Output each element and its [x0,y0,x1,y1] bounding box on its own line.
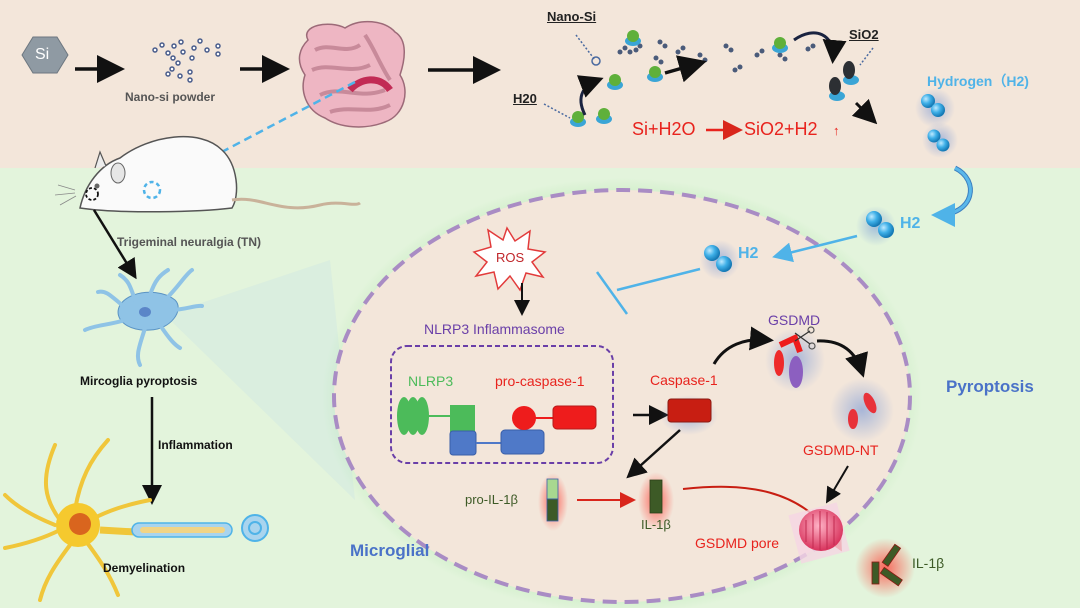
ros-label: ROS [496,250,525,265]
microglia-cell-illustration [83,260,355,500]
gsdmd-nt-label: GSDMD-NT [803,442,879,458]
nano-si-powder-label: Nano-si powder [125,90,216,104]
h2-inside-molecule-icon [700,240,740,280]
gsdmd-label: GSDMD [768,312,821,328]
microglial-cell-membrane [322,178,922,608]
arrow-h2-into-cell [772,234,858,263]
nano-si-reaction-illustration [543,30,878,127]
inflammasome-box [390,345,614,464]
inflammation-label: Inflammation [158,438,233,452]
caspase-1-label: Caspase-1 [650,372,718,388]
mouse-illustration [54,136,361,213]
nlrp3-complex-icon [397,397,597,456]
gsdmd-pore-label: GSDMD pore [695,535,780,551]
equation-left: Si+H2O [632,119,696,139]
h2-outside-molecule-icon [856,206,896,246]
equation-gas-arrow: ↑ [833,123,840,138]
il1b-icon [638,472,674,530]
inhibition-line-h2-ros [616,267,701,292]
pyroptosis-label: Pyroptosis [946,377,1034,396]
microglial-label: Microglial [350,541,430,560]
nlrp3-label: NLRP3 [408,373,454,389]
demyelination-label: Demyelination [103,561,186,575]
tn-label: Trigeminal neuralgia (TN) [117,235,262,249]
microglia-pyroptosis-label: Mircoglia pyroptosis [80,374,198,388]
nano-si-label: Nano-Si [547,9,597,24]
sio2-label: SiO2 [849,27,879,42]
arrow-tn-to-microglia [92,209,137,280]
hydrogen-label: Hydrogen（H2) [927,73,1029,89]
arrow-caspase-to-gsdmd [712,326,774,365]
ros-starburst-icon [472,226,547,292]
h2-outside-label: H2 [900,215,921,232]
gsdmd-cleavage-icon [765,326,825,392]
arrow-gsdmd-to-nt [816,339,868,378]
pro-il1b-label: pro-IL-1β [465,492,518,507]
h2o-label: H20 [513,91,537,106]
il1b-label: IL-1β [641,517,671,532]
nano-si-powder-icon [152,38,221,83]
released-il1b-label: IL-1β [912,555,945,571]
inflammasome-label: NLRP3 Inflammasome [424,321,565,337]
arrow-nt-to-pore [825,465,849,504]
pro-il1b-icon [538,473,568,531]
si-hexagon-icon [21,36,69,74]
intestine-illustration [298,20,406,128]
arrow-caspase-to-il1b [626,429,681,479]
released-il1b-icon [855,538,915,598]
inhibition-bar [595,271,629,315]
hydrogen-molecules-icon [915,88,958,158]
pro-caspase-1-label: pro-caspase-1 [495,373,585,389]
gsdmd-nt-icon [830,378,894,442]
caspase-1-icon [660,395,718,435]
neuron-demyelination-illustration [3,438,269,602]
equation-right: SiO2+H2 [744,119,818,139]
h2-inside-label: H2 [738,245,759,262]
si-hex-label: Si [35,46,50,63]
gsdmd-pore-icon [788,502,850,564]
